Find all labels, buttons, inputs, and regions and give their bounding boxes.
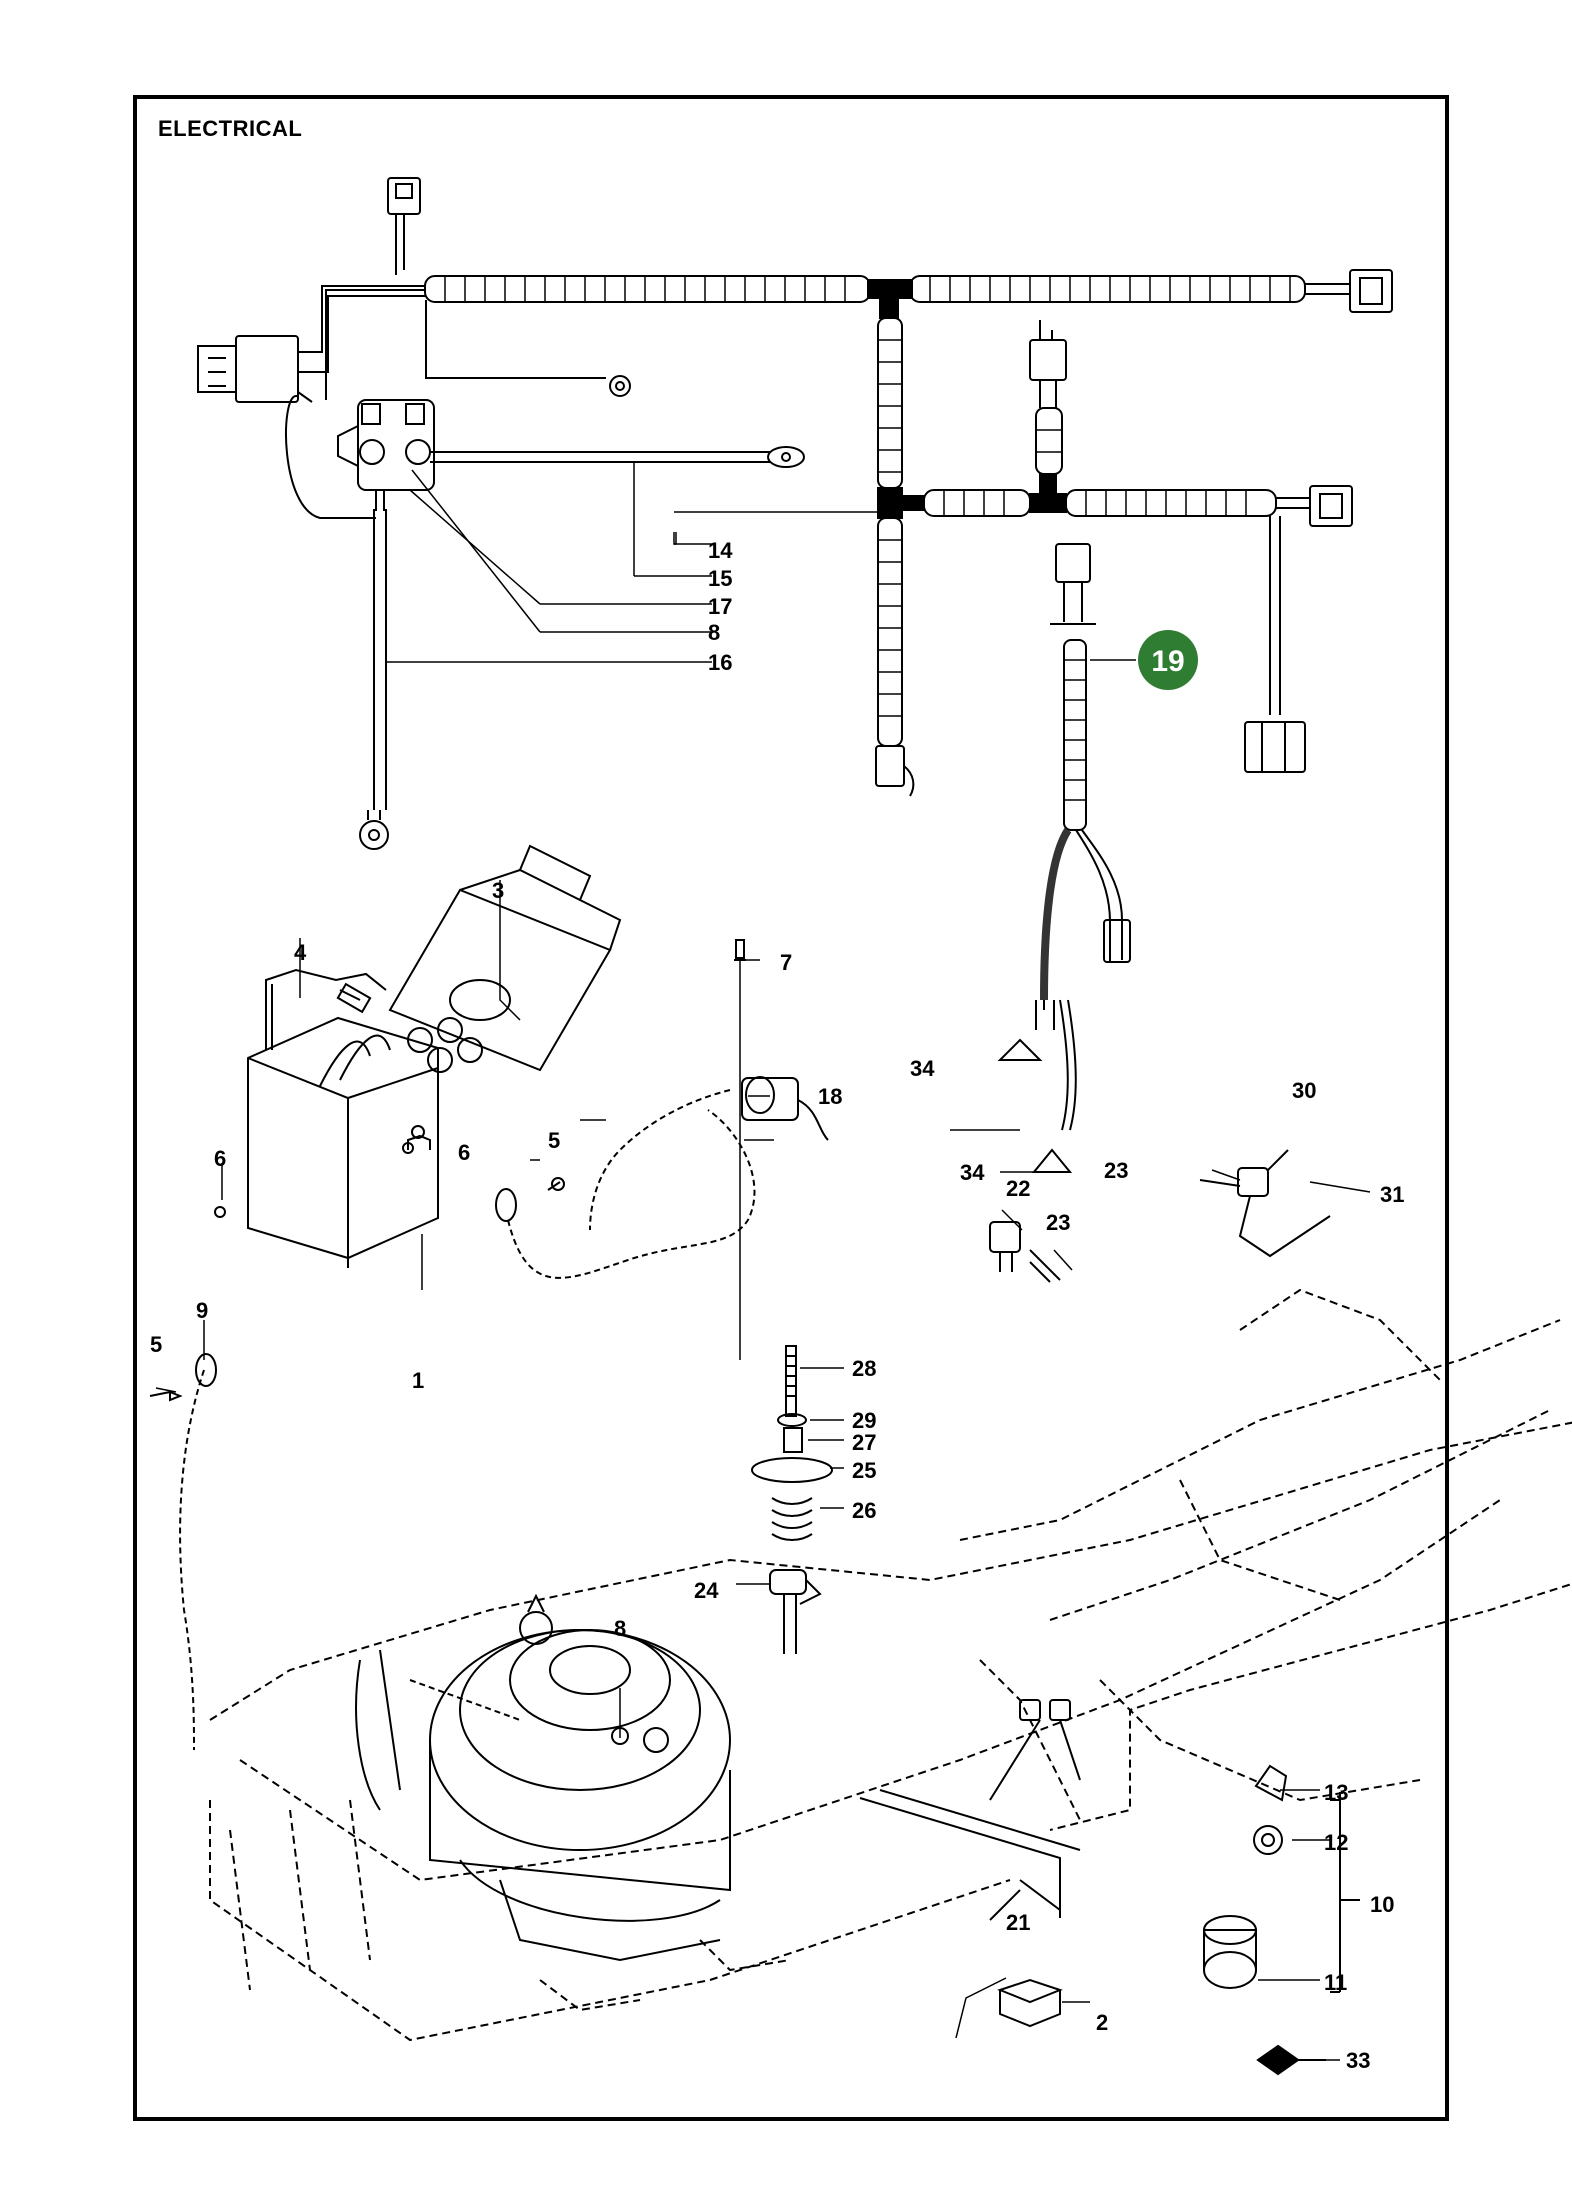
label-6-left: 6 <box>214 1146 226 1171</box>
callout-19-highlight[interactable]: 19 <box>1138 630 1198 690</box>
label-10: 10 <box>1370 1892 1394 1917</box>
label-7: 7 <box>780 950 792 975</box>
label-1: 1 <box>412 1368 424 1393</box>
label-21: 21 <box>1006 1910 1030 1935</box>
label-29: 29 <box>852 1408 876 1433</box>
label-5-left: 5 <box>150 1332 162 1357</box>
battery-cover <box>388 844 622 1073</box>
label-26: 26 <box>852 1498 876 1523</box>
callout-labels: 1 2 3 4 5 5 6 6 7 8 8 9 10 11 12 13 14 1… <box>150 538 1404 2073</box>
label-11: 11 <box>1324 1970 1347 1995</box>
label-22: 22 <box>1006 1176 1030 1201</box>
mower-frame <box>209 1288 1572 2042</box>
label-13: 13 <box>1324 1780 1348 1805</box>
starter-solenoid <box>337 399 435 491</box>
label-12: 12 <box>1324 1830 1348 1855</box>
brake-switch <box>1199 1149 1331 1258</box>
label-2: 2 <box>1096 2010 1108 2035</box>
rear-connectors <box>989 1699 1081 1921</box>
label-15: 15 <box>708 566 732 591</box>
label-23-mid: 23 <box>1046 1210 1070 1235</box>
label-31: 31 <box>1380 1182 1404 1207</box>
callout-19-badge <box>1138 630 1198 690</box>
label-34-bottom: 34 <box>960 1160 985 1185</box>
ignition-switch <box>1203 1764 1360 1993</box>
label-16: 16 <box>708 650 732 675</box>
hold-down-bracket <box>265 968 387 1050</box>
label-24: 24 <box>694 1578 719 1603</box>
diagram-frame <box>133 95 1449 2121</box>
leader-lines <box>155 462 1371 2061</box>
label-5-top: 5 <box>548 1128 560 1153</box>
label-27: 27 <box>852 1430 876 1455</box>
seat-switch-stack <box>751 1345 833 1654</box>
lever-bar <box>859 1797 1061 1918</box>
engine <box>355 1593 731 1962</box>
callout-19-label: 19 <box>1151 645 1184 678</box>
label-33: 33 <box>1346 2048 1370 2073</box>
label-4: 4 <box>294 940 307 965</box>
seat-switch <box>997 1978 1063 2028</box>
label-17: 17 <box>708 594 732 619</box>
label-23-right: 23 <box>1104 1158 1128 1183</box>
label-28: 28 <box>852 1356 876 1381</box>
cable-to-solenoid <box>495 1076 829 1279</box>
harness-19 <box>997 543 1131 1173</box>
label-6-top: 6 <box>458 1140 470 1165</box>
label-18: 18 <box>818 1084 842 1109</box>
label-25: 25 <box>852 1458 876 1483</box>
main-harness <box>197 177 1393 850</box>
diagram-title: ELECTRICAL <box>158 116 303 141</box>
harness-sleeve-upper <box>424 275 1306 303</box>
label-8-engine: 8 <box>614 1616 626 1641</box>
label-30: 30 <box>1292 1078 1316 1103</box>
label-9: 9 <box>196 1298 208 1323</box>
pto-switch <box>989 1221 1061 1283</box>
label-14: 14 <box>708 538 733 563</box>
battery <box>247 1016 439 1268</box>
label-34-top: 34 <box>910 1056 935 1081</box>
label-3: 3 <box>492 878 504 903</box>
label-8-top: 8 <box>708 620 720 645</box>
